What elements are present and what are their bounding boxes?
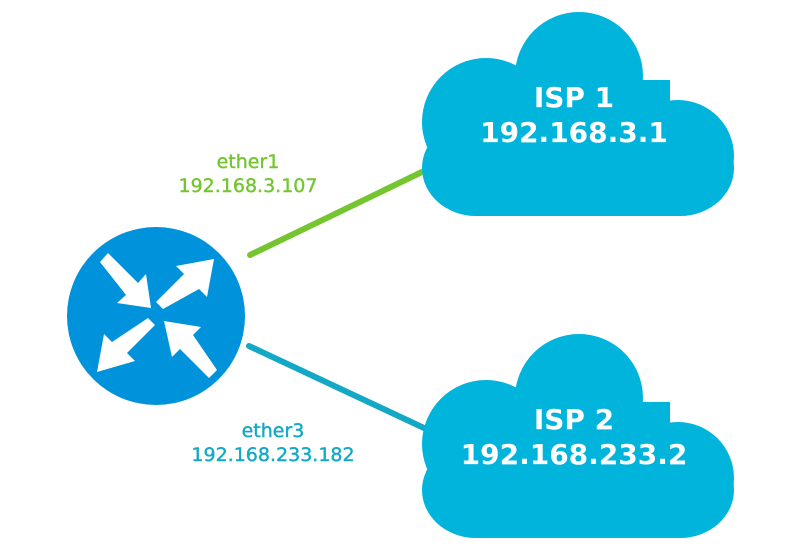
- isp-ip: 192.168.233.2: [460, 438, 688, 471]
- link-label-ether1: ether1 192.168.3.107: [133, 151, 363, 199]
- link-label-ether3: ether3 192.168.233.182: [158, 420, 388, 468]
- isp-ip: 192.168.3.1: [480, 116, 668, 149]
- router-circle: [67, 227, 245, 405]
- interface-name: ether1: [216, 151, 280, 173]
- interface-name: ether3: [241, 420, 305, 442]
- cloud-isp1-icon: [422, 12, 734, 216]
- arrow-in-top-left-icon: [100, 253, 151, 308]
- cloud-isp2-icon: [422, 334, 734, 538]
- link-line-ether3: [246, 343, 427, 431]
- arrow-out-top-right-icon: [156, 259, 214, 309]
- cloud-label-isp2: ISP 2 192.168.233.2: [452, 402, 696, 472]
- cloud-label-isp1: ISP 1 192.168.3.1: [452, 80, 696, 150]
- interface-ip: 192.168.233.182: [191, 443, 355, 466]
- link-line-ether1: [247, 168, 427, 258]
- isp-name: ISP 2: [533, 403, 615, 436]
- interface-ip: 192.168.3.107: [178, 174, 318, 197]
- arrow-in-bottom-right-icon: [164, 321, 217, 378]
- arrow-out-bottom-left-icon: [97, 318, 155, 372]
- router-icon[interactable]: [67, 227, 245, 405]
- isp-name: ISP 1: [533, 81, 615, 114]
